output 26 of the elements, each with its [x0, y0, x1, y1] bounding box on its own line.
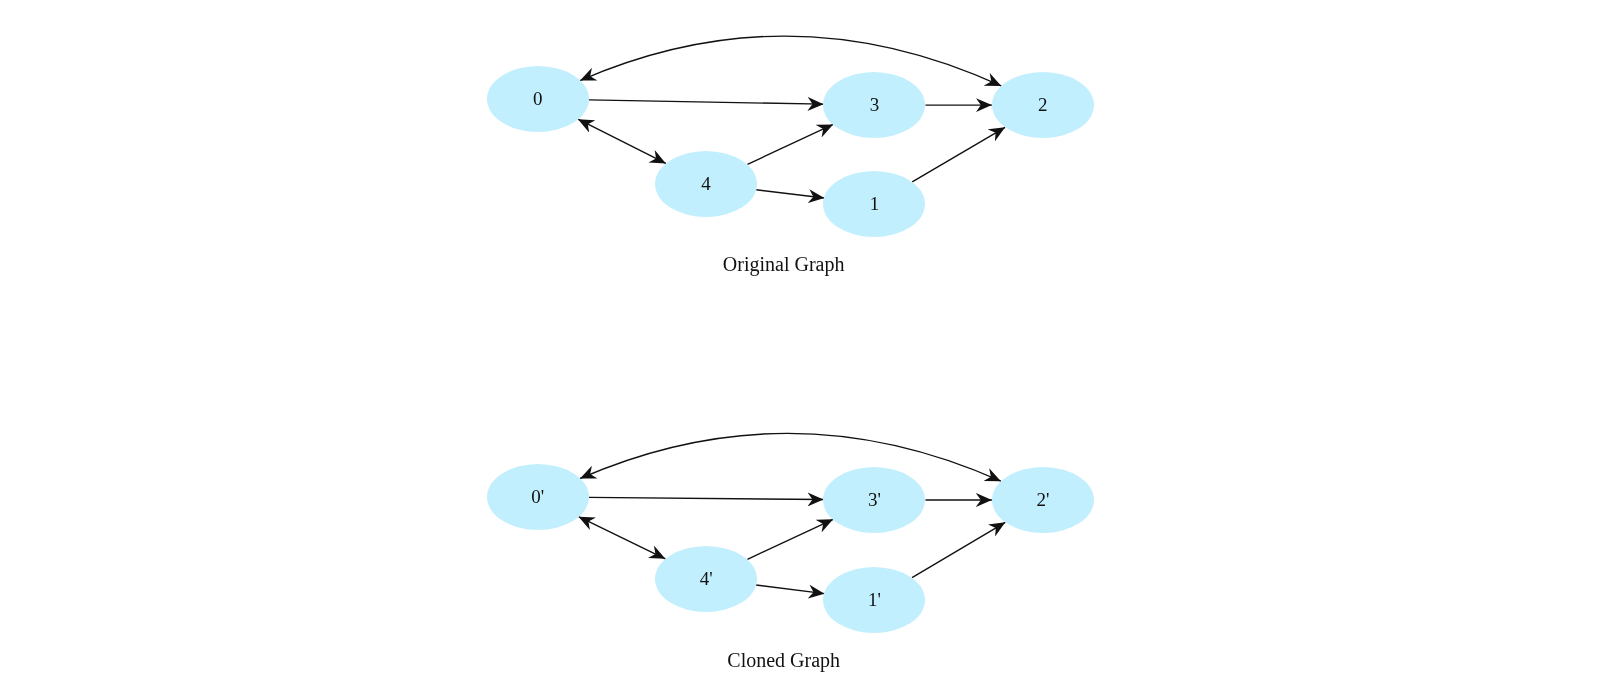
- arrow: [911, 126, 1006, 183]
- arrow: [755, 584, 826, 599]
- arrow: [588, 96, 825, 111]
- node-label: 4: [701, 172, 711, 195]
- arrow: [577, 516, 666, 560]
- node-label: 2': [1036, 489, 1050, 511]
- node-label: 4': [699, 567, 713, 590]
- arrow: [579, 432, 1002, 482]
- arrow: [746, 123, 834, 166]
- arrow: [588, 492, 825, 507]
- arrow: [579, 35, 1002, 87]
- arrow: [577, 118, 667, 165]
- node-label: 2: [1038, 94, 1048, 117]
- arrow: [746, 518, 834, 560]
- arrow: [755, 189, 826, 204]
- graph-caption: Original Graph: [722, 253, 845, 277]
- arrow: [924, 98, 993, 113]
- node-label: 3': [868, 489, 881, 511]
- node-label: 0': [531, 485, 545, 508]
- arrow: [924, 493, 993, 507]
- node-label: 1': [868, 589, 881, 611]
- node-label: 1: [869, 193, 880, 216]
- node-label: 3: [869, 94, 880, 117]
- graph-caption: Cloned Graph: [727, 648, 841, 672]
- node-label: 0: [533, 87, 543, 110]
- arrow: [911, 521, 1006, 579]
